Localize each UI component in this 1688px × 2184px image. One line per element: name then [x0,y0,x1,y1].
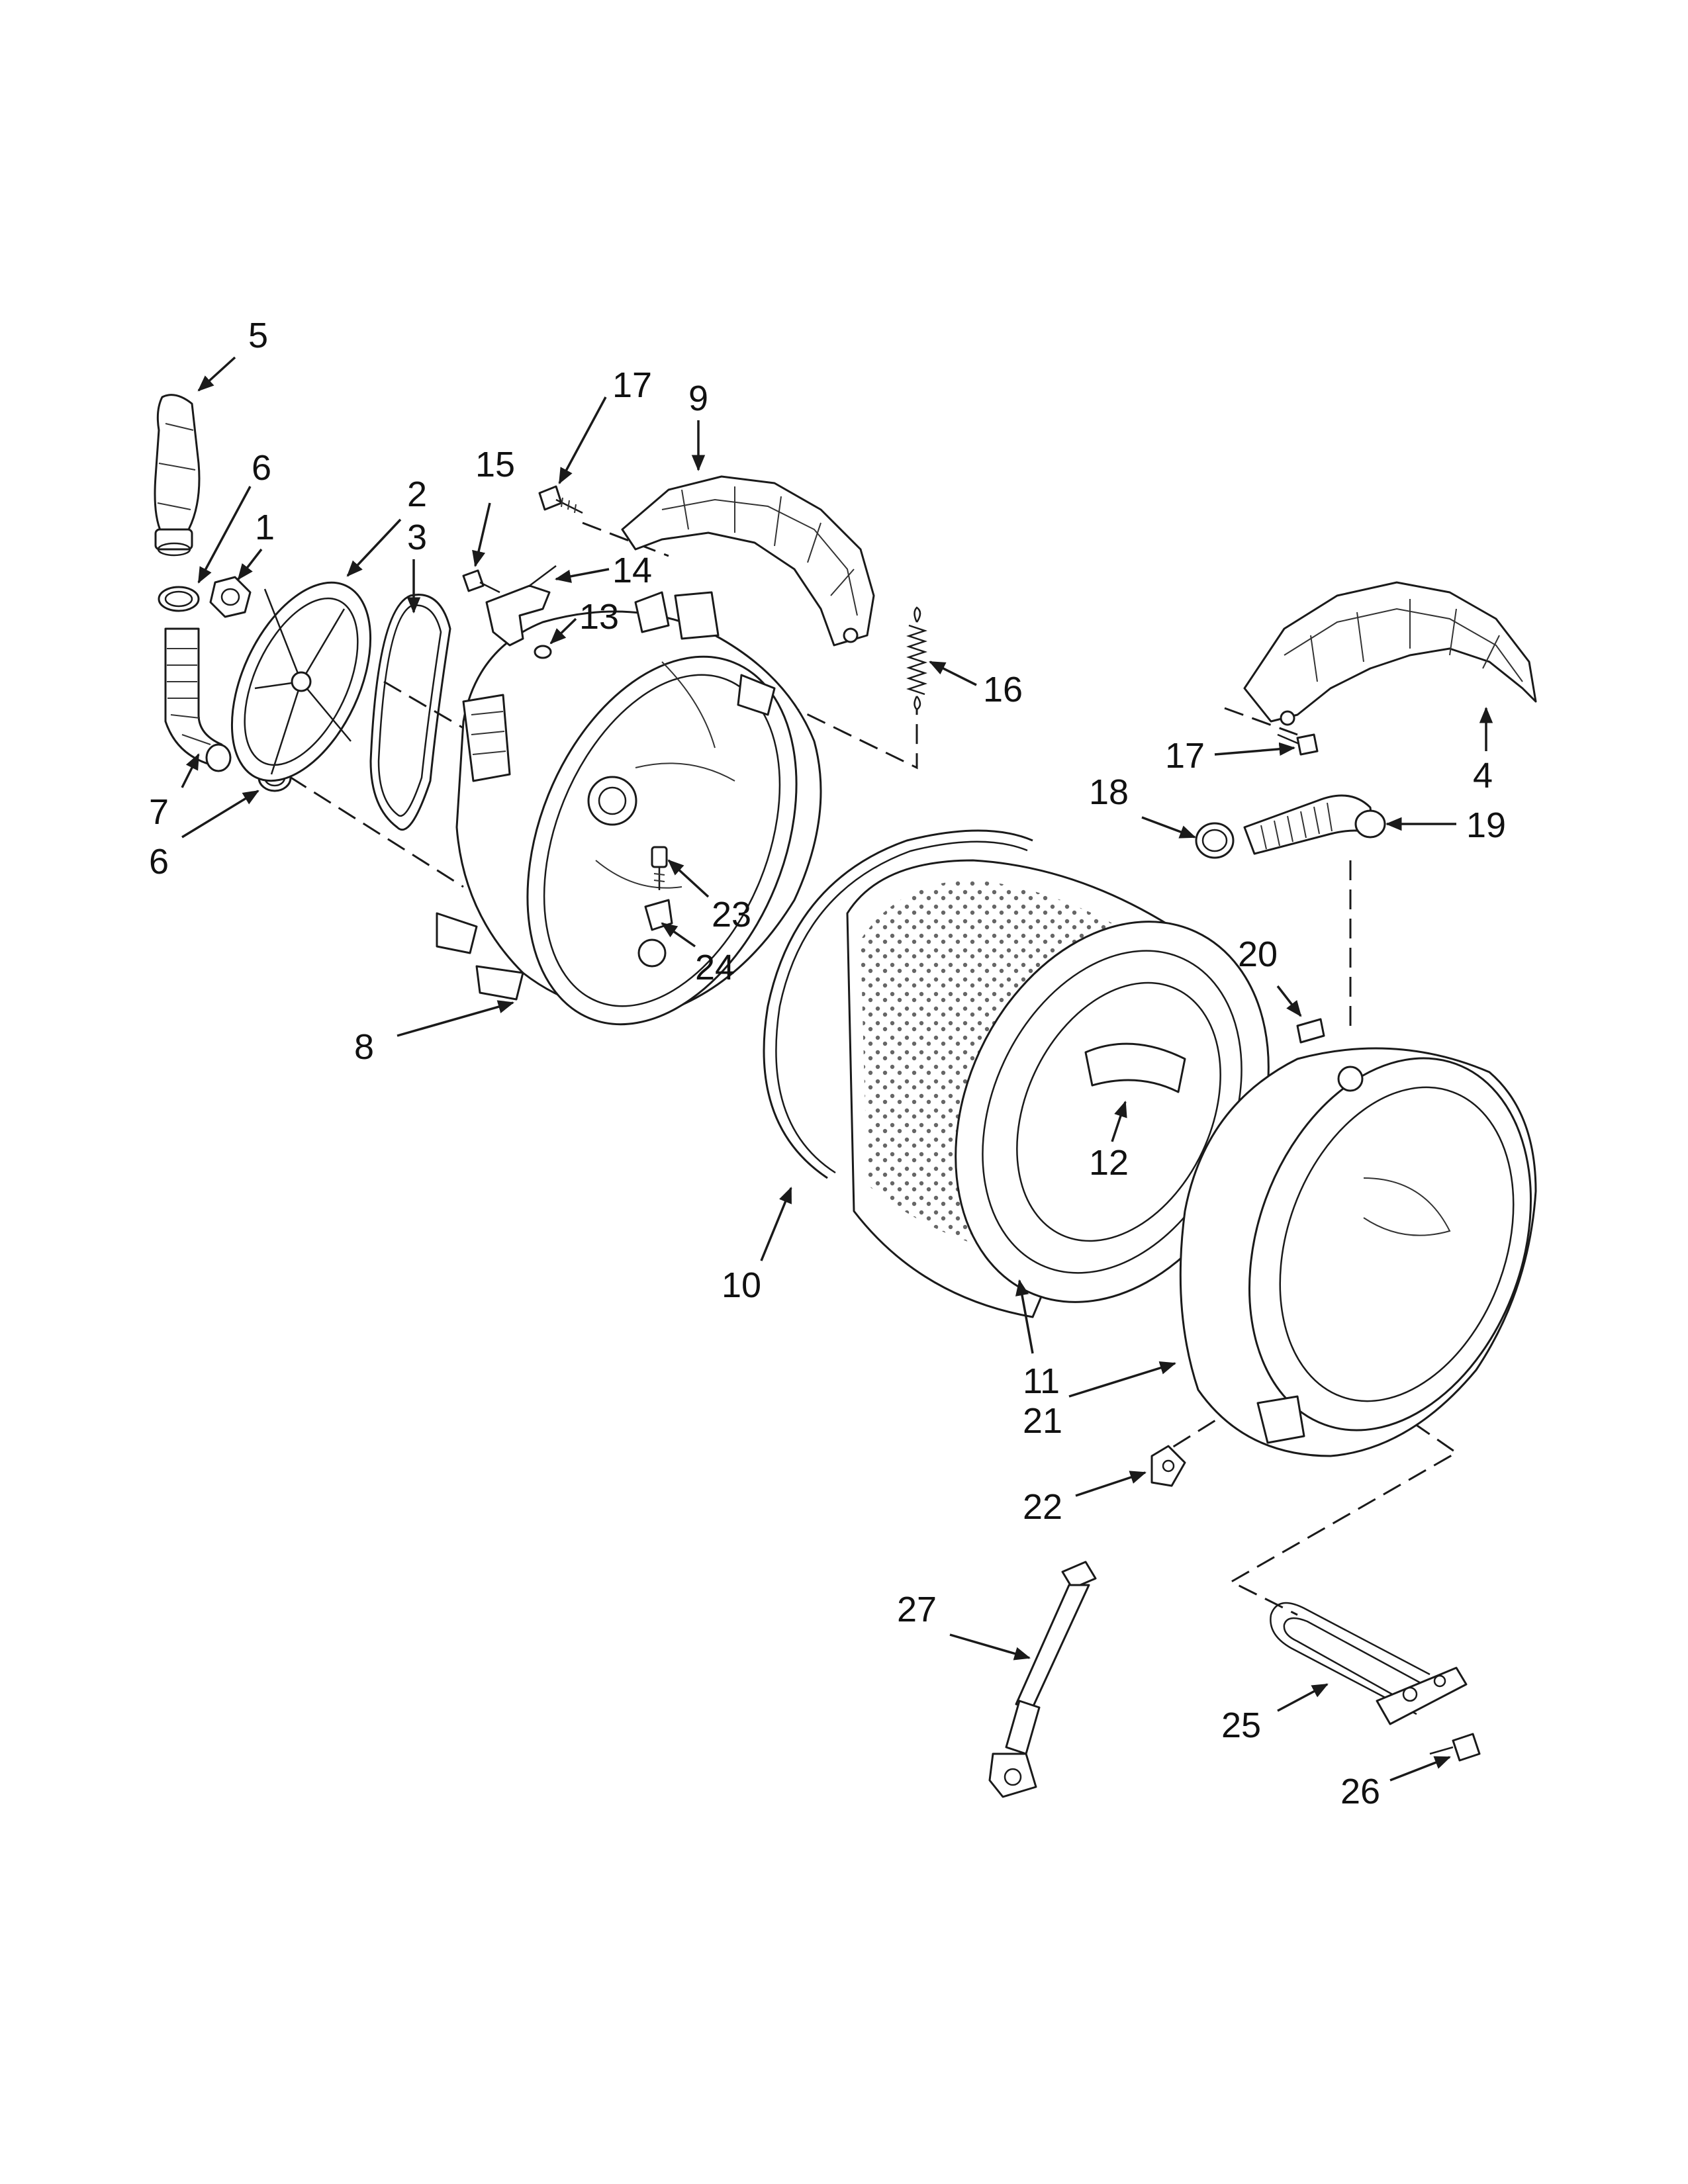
callout-leaders [181,356,1493,1782]
callout-9: 9 [688,379,708,418]
callout-22: 22 [1023,1487,1062,1527]
callout-4: 4 [1473,756,1493,796]
part-heater-element [1270,1602,1468,1725]
part-counterweight-upper [621,475,875,647]
part-pulley-nut [209,576,252,618]
part-screw-15 [462,569,500,594]
callout-6: 6 [252,448,271,488]
callout-7: 7 [149,792,169,832]
part-screw-23 [651,846,668,890]
callout-6: 6 [149,842,169,882]
callout-21: 21 [1023,1401,1062,1441]
callout-15: 15 [475,445,515,484]
callout-10: 10 [722,1265,761,1305]
part-rear-tub [436,591,822,1026]
callout-8: 8 [354,1027,374,1067]
part-bracket-24 [637,899,673,968]
callout-2: 2 [407,475,427,514]
part-clip-13 [534,645,552,659]
part-shock-absorber [988,1561,1097,1798]
part-bolt-lower [1277,733,1319,756]
callout-19: 19 [1466,805,1506,845]
part-suspension-spring [906,606,927,711]
callout-11: 11 [1023,1361,1060,1401]
callout-14: 14 [612,551,652,590]
callout-3: 3 [407,518,427,557]
part-counterweight-lower [1243,581,1537,726]
callout-20: 20 [1238,934,1278,974]
part-drain-hose-elbow [154,394,201,557]
callout-13: 13 [579,597,619,637]
callout-26: 26 [1340,1772,1380,1811]
part-hose-clamp-18 [1195,822,1235,859]
callout-17: 17 [612,365,652,405]
part-small-bracket-20 [1296,1018,1325,1044]
part-bracket-14 [485,565,557,647]
part-wire-connector [1429,1733,1481,1762]
part-bolt-upper [538,485,583,514]
callout-labels: 5 6 1 2 3 15 17 9 14 13 16 7 6 23 24 8 1… [149,316,1506,1811]
part-gasket-22 [1150,1445,1186,1487]
part-drive-belt [369,594,451,831]
part-drain-hose [164,627,232,772]
callout-18: 18 [1089,772,1129,812]
part-front-tub [1179,1047,1537,1457]
callout-5: 5 [248,316,268,355]
callout-25: 25 [1221,1706,1261,1745]
callout-23: 23 [712,895,751,934]
callout-12: 12 [1089,1143,1129,1183]
callout-1: 1 [255,508,275,547]
callout-17: 17 [1165,736,1205,776]
part-hose-clamp-upper [158,586,200,612]
callout-24: 24 [695,948,735,987]
part-tub-hose [1243,794,1386,855]
callout-16: 16 [983,670,1023,709]
part-drive-pulley [230,581,372,782]
callout-27: 27 [897,1590,937,1629]
part-tub-seal-ring [763,829,1033,1179]
